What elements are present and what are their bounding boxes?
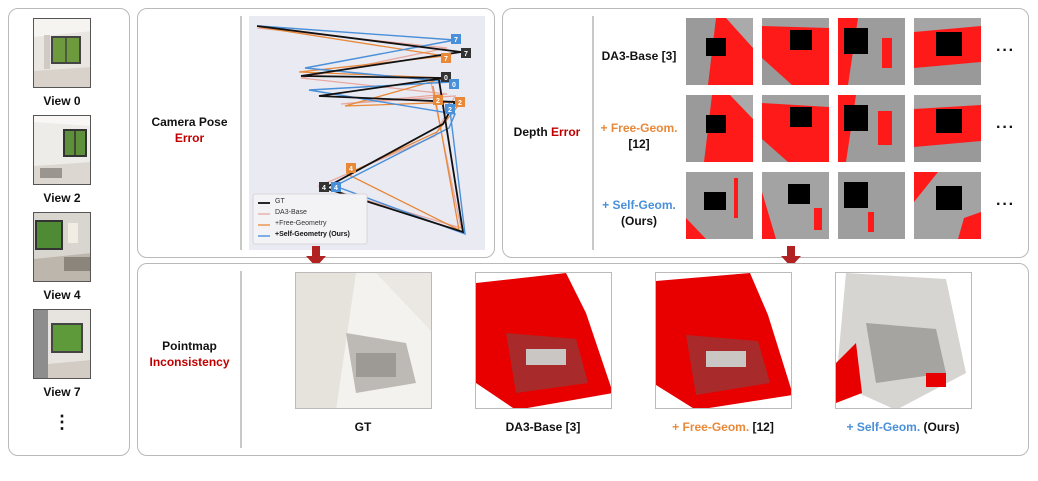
depth-row-free-ellipsis: ··· <box>996 119 1015 136</box>
pointmap-da3-base <box>475 272 612 409</box>
marker-self-0: 0 <box>452 82 456 89</box>
depth-row-label-free: + Free-Geom. [12] <box>596 120 682 152</box>
depth-divider <box>592 16 594 250</box>
depth-row-label-self: + Self-Geom. (Ours) <box>596 197 682 229</box>
pointmap-label-free-name: + Free-Geom. <box>672 420 750 434</box>
pointmap-label-gt: GT <box>273 420 453 434</box>
arrow-depth-to-pointmap <box>781 246 801 267</box>
camera-pose-label: Camera Pose Error <box>142 114 237 146</box>
depth-map-self-1 <box>762 172 829 239</box>
depth-map-da3-3 <box>914 18 981 85</box>
depth-row-free-text: + Free-Geom. <box>600 121 678 135</box>
pointmap-label-da3-text: DA3-Base [3] <box>505 420 581 434</box>
pointmap-gt <box>295 272 432 409</box>
camera-trajectory-plot: 7 7 7 0 0 2 2 2 4 4 4 GT DA3-Base +Free-… <box>249 16 485 250</box>
legend-entry-gt: GT <box>275 198 285 205</box>
marker-self-4: 4 <box>334 185 338 192</box>
depth-row-free-ref: [12] <box>628 137 650 151</box>
depth-error-label: Depth Error <box>506 124 588 140</box>
pointmap-label-free-ref: [12] <box>749 420 774 434</box>
depth-map-free-1 <box>762 95 829 162</box>
depth-row-self-text: + Self-Geom. <box>602 198 676 212</box>
pointmap-label-da3: DA3-Base [3] <box>453 420 633 434</box>
pointmap-label-free: + Free-Geom. [12] <box>633 420 813 434</box>
marker-free-4: 4 <box>349 166 353 173</box>
depth-map-free-0 <box>686 95 753 162</box>
marker-gt-4: 4 <box>322 185 326 192</box>
depth-map-da3-2 <box>838 18 905 85</box>
pointmap-self-geometry <box>835 272 972 409</box>
view-thumbnail-0 <box>33 18 91 88</box>
marker-self-2: 2 <box>448 107 452 114</box>
pointmap-label-self: + Self-Geom. (Ours) <box>813 420 993 434</box>
trajectory-legend <box>252 193 368 245</box>
depth-row-da3-text: DA3-Base [3] <box>601 49 677 63</box>
depth-map-free-3 <box>914 95 981 162</box>
view-thumbnail-2 <box>33 115 91 185</box>
depth-map-self-3 <box>914 172 981 239</box>
marker-self-7: 7 <box>454 37 458 44</box>
depth-map-da3-0 <box>686 18 753 85</box>
marker-free-7: 7 <box>444 56 448 63</box>
legend-entry-da3-base: DA3-Base <box>275 209 307 216</box>
pointmap-label: Pointmap Inconsistency <box>142 338 237 370</box>
more-views-ellipsis: ⋮ <box>53 412 71 432</box>
depth-error-word: Error <box>551 125 581 139</box>
pointmap-label-self-name: + Self-Geom. <box>846 420 921 434</box>
pointmap-divider <box>240 271 242 448</box>
view-label-7: View 7 <box>43 385 81 399</box>
pointmap-label-gt-text: GT <box>354 420 372 434</box>
pointmap-free-geometry <box>655 272 792 409</box>
depth-map-da3-1 <box>762 18 829 85</box>
depth-row-label-da3: DA3-Base [3] <box>598 48 680 64</box>
marker-gt-0: 0 <box>444 75 448 82</box>
pointmap-title: Pointmap <box>162 339 217 353</box>
depth-row-da3-ellipsis: ··· <box>996 42 1015 59</box>
marker-free-2b: 2 <box>458 100 462 107</box>
view-label-2: View 2 <box>43 191 81 205</box>
view-label-0: View 0 <box>43 94 81 108</box>
depth-row-self-ours: (Ours) <box>621 214 657 228</box>
marker-gt-7: 7 <box>464 51 468 58</box>
pointmap-label-self-ours: (Ours) <box>920 420 960 434</box>
arrow-pose-to-pointmap <box>306 246 326 267</box>
legend-entry-self-geometry: +Self-Geometry (Ours) <box>275 231 350 238</box>
trajectory-free-geometry <box>258 26 463 232</box>
pointmap-inconsistency-label: Inconsistency <box>149 355 230 369</box>
depth-map-self-2 <box>838 172 905 239</box>
view-label-4: View 4 <box>43 288 81 302</box>
marker-free-2: 2 <box>436 98 440 105</box>
camera-pose-error-label: Error <box>174 131 205 145</box>
depth-title: Depth <box>513 125 548 139</box>
depth-map-free-2 <box>838 95 905 162</box>
view-thumbnail-4 <box>33 212 91 282</box>
legend-entry-free-geometry: +Free-Geometry <box>275 220 327 227</box>
depth-row-self-ellipsis: ··· <box>996 196 1015 213</box>
view-thumbnail-7 <box>33 309 91 379</box>
trajectory-self-geometry <box>258 25 466 236</box>
depth-map-self-0 <box>686 172 753 239</box>
camera-pose-title: Camera Pose <box>151 115 228 129</box>
trajectory-ground-truth <box>256 25 465 234</box>
camera-pose-divider <box>240 16 242 250</box>
